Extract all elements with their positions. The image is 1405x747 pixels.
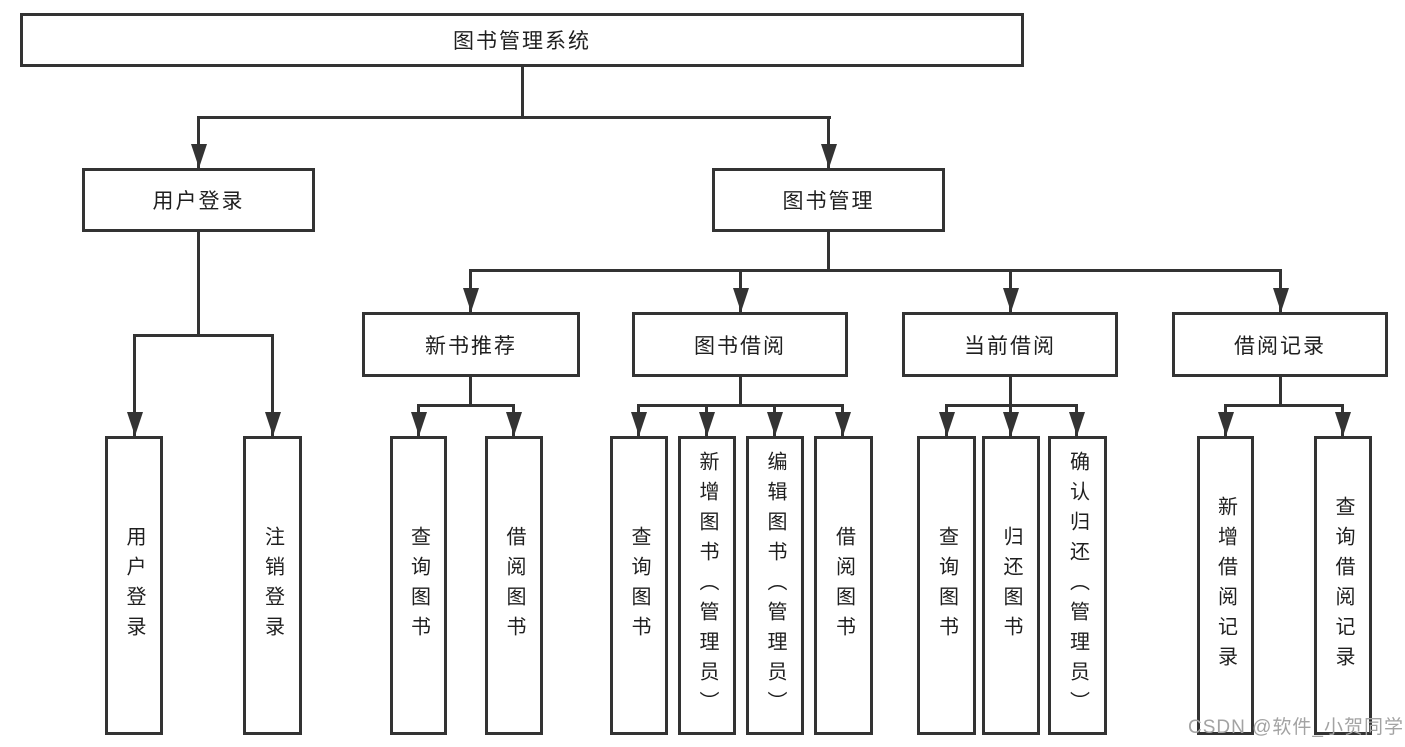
connector-arrow-nbr-borrow-books bbox=[512, 404, 515, 436]
connector-arrow-cb-confirm-return bbox=[1075, 404, 1078, 436]
connector-book-borrow-bar bbox=[637, 404, 844, 407]
node-root: 图书管理系统 bbox=[20, 13, 1024, 67]
leaf-bb-edit-book-admin: 编辑图书（管理员） bbox=[746, 436, 804, 735]
csdn-watermark: CSDN @软件_小贺同学 bbox=[1188, 717, 1404, 738]
connector-arrow-leaf-user-login bbox=[133, 334, 136, 436]
connector-arrow-bb-borrow-books bbox=[841, 404, 844, 436]
connector-new-book-rec-bar bbox=[417, 404, 515, 407]
leaf-bb-query-books: 查询图书 bbox=[610, 436, 668, 735]
connector-arrow-bb-edit-book bbox=[773, 404, 776, 436]
node-current-borrow: 当前借阅 bbox=[902, 312, 1118, 377]
leaf-user-login: 用户登录 bbox=[105, 436, 163, 735]
connector-arrow-br-add-record bbox=[1224, 404, 1227, 436]
connector-borrow-record-stem bbox=[1279, 377, 1282, 406]
connector-arrow-book-borrow bbox=[739, 269, 742, 312]
leaf-cb-return-books: 归还图书 bbox=[982, 436, 1040, 735]
connector-arrow-new-book-rec bbox=[469, 269, 472, 312]
leaf-br-query-record: 查询借阅记录 bbox=[1314, 436, 1372, 735]
node-user-login: 用户登录 bbox=[82, 168, 315, 232]
leaf-logout: 注销登录 bbox=[243, 436, 302, 735]
connector-arrow-user-login bbox=[197, 116, 200, 168]
node-new-book-rec: 新书推荐 bbox=[362, 312, 580, 377]
connector-root-stem bbox=[521, 67, 524, 118]
connector-arrow-nbr-query-books bbox=[417, 404, 420, 436]
connector-level3-bar bbox=[469, 269, 1281, 272]
leaf-nbr-query-books: 查询图书 bbox=[390, 436, 447, 735]
connector-arrow-bb-query-books bbox=[637, 404, 640, 436]
connector-arrow-cb-query-books bbox=[945, 404, 948, 436]
leaf-cb-query-books: 查询图书 bbox=[917, 436, 976, 735]
leaf-bb-add-book-admin: 新增图书（管理员） bbox=[678, 436, 736, 735]
leaf-bb-borrow-books: 借阅图书 bbox=[814, 436, 873, 735]
connector-user-login-stem bbox=[197, 232, 200, 336]
connector-arrow-borrow-record bbox=[1279, 269, 1282, 312]
connector-arrow-leaf-logout bbox=[271, 334, 274, 436]
node-book-mgmt: 图书管理 bbox=[712, 168, 945, 232]
connector-level1-bar bbox=[197, 116, 831, 119]
node-book-borrow: 图书借阅 bbox=[632, 312, 848, 377]
connector-arrow-bb-add-book bbox=[705, 404, 708, 436]
connector-arrow-br-query-record bbox=[1341, 404, 1344, 436]
connector-arrow-book-mgmt bbox=[827, 116, 830, 168]
leaf-nbr-borrow-books: 借阅图书 bbox=[485, 436, 543, 735]
connector-arrow-cb-return-books bbox=[1009, 404, 1012, 436]
connector-new-book-rec-stem bbox=[469, 377, 472, 406]
connector-borrow-record-bar bbox=[1224, 404, 1343, 407]
connector-user-login-bar bbox=[133, 334, 274, 337]
leaf-br-add-record: 新增借阅记录 bbox=[1197, 436, 1254, 735]
node-borrow-record: 借阅记录 bbox=[1172, 312, 1388, 377]
connector-book-borrow-stem bbox=[739, 377, 742, 406]
leaf-cb-confirm-return-admin: 确认归还（管理员） bbox=[1048, 436, 1107, 735]
connector-arrow-current-borrow bbox=[1009, 269, 1012, 312]
connector-current-borrow-stem bbox=[1009, 377, 1012, 406]
connector-book-mgmt-stem bbox=[827, 232, 830, 271]
